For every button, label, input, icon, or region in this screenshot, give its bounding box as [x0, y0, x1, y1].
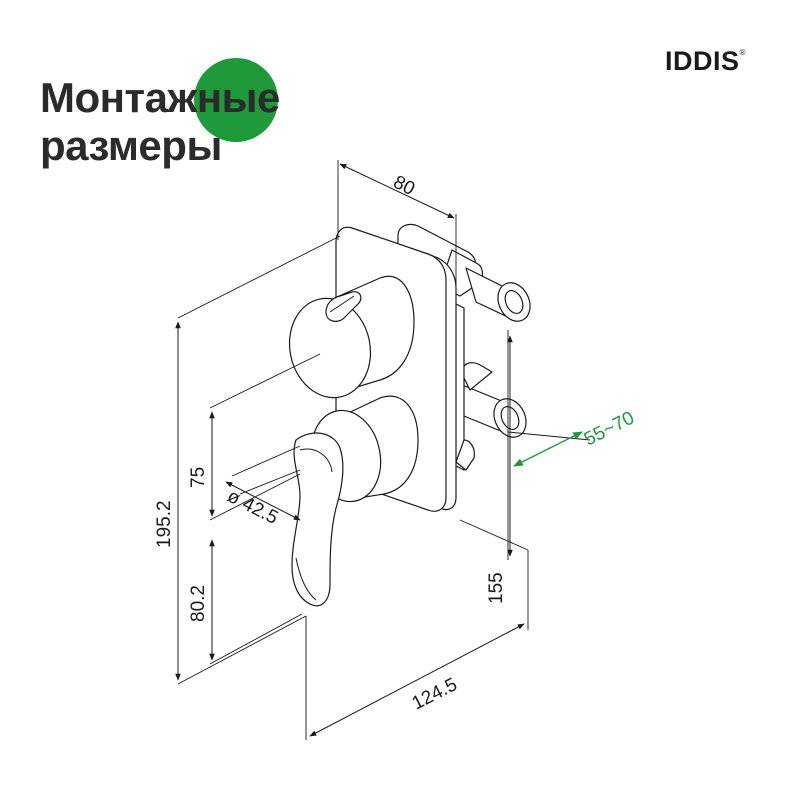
dim-line-diameter: [225, 481, 301, 521]
brand-name: IDDIS: [665, 46, 740, 76]
dim-depth-right: 155: [486, 572, 507, 604]
mixer-body: [288, 223, 531, 607]
dim-width-top: 80: [390, 172, 418, 200]
dim-height-upper: 75: [188, 467, 209, 488]
dim-height-total: 195.2: [154, 500, 175, 548]
brand-logo: IDDIS®: [665, 46, 746, 77]
title-block: Монтажные размеры: [40, 58, 360, 188]
dim-line-width-top: [339, 163, 455, 219]
dim-line-depth: [309, 623, 525, 737]
diverter-knob: [288, 275, 415, 399]
dim-wall-depth: 55~70: [581, 408, 638, 451]
title-accent-circle: [194, 58, 278, 142]
dim-line-wall-depth: [513, 431, 583, 467]
page-title-line-1: Монтажные: [40, 74, 280, 121]
page-title: Монтажные размеры: [40, 74, 280, 170]
registered-mark: ®: [739, 48, 746, 57]
dim-height-lower: 80.2: [188, 585, 209, 622]
page-title-line-2: размеры: [40, 122, 222, 169]
dimension-lines: [175, 163, 525, 737]
dim-diameter: ø 42.5: [224, 486, 282, 529]
